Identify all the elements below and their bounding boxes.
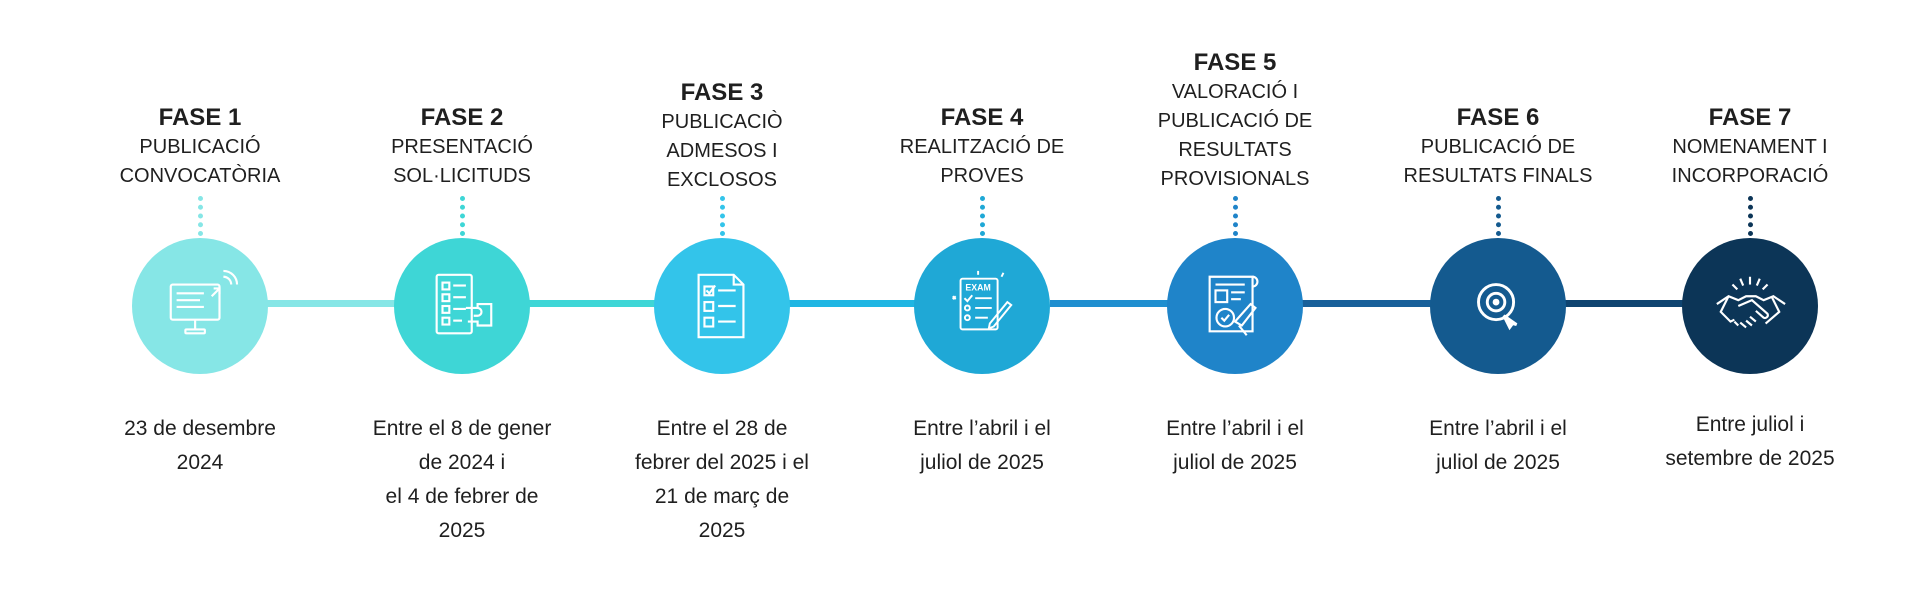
dotted-connector bbox=[1748, 196, 1753, 236]
phase-description-line: PUBLICACIÓ DE bbox=[1157, 110, 1313, 132]
phase-description-line: INCORPORACIÓ bbox=[1671, 165, 1829, 187]
phase-date-line: juliol de 2025 bbox=[1436, 451, 1560, 474]
phase-description-line: PUBLICACIÒ bbox=[661, 111, 783, 133]
phase-title: FASE 2 bbox=[420, 104, 504, 131]
phase-circle bbox=[132, 238, 268, 374]
phase-date-line: juliol de 2025 bbox=[920, 451, 1044, 474]
phase-title: FASE 7 bbox=[1708, 104, 1792, 131]
phase-date-line: Entre el 8 de gener bbox=[372, 417, 552, 440]
phase-date-line: 2025 bbox=[698, 519, 746, 542]
computer-icon bbox=[169, 269, 239, 335]
phase-date-line: Entre l’abril i el bbox=[1429, 417, 1567, 440]
phase-date-line: febrer del 2025 i el bbox=[635, 451, 809, 474]
target-icon bbox=[1477, 283, 1518, 331]
phase-description-line: PROVISIONALS bbox=[1160, 168, 1310, 190]
phase-description-line: RESULTATS bbox=[1178, 139, 1292, 161]
phase-date-line: Entre juliol i bbox=[1695, 413, 1805, 436]
svg-text:EXAM: EXAM bbox=[965, 282, 990, 292]
phase-title: FASE 6 bbox=[1456, 104, 1540, 131]
timeline-line-5-6 bbox=[1302, 300, 1432, 307]
phase-circle bbox=[1682, 238, 1818, 374]
dotted-connector bbox=[720, 196, 725, 236]
timeline-line-6-7 bbox=[1565, 300, 1685, 307]
timeline-line-4-5 bbox=[1050, 300, 1180, 307]
phase-circle: EXAM bbox=[914, 238, 1050, 374]
timeline-line-1-2 bbox=[265, 300, 395, 307]
phase-date-line: 2024 bbox=[176, 451, 224, 474]
phase-description-line: ADMESOS I bbox=[666, 140, 778, 162]
phase-circle bbox=[654, 238, 790, 374]
handshake-icon bbox=[1716, 276, 1786, 329]
phase-date-line: Entre l’abril i el bbox=[913, 417, 1051, 440]
phase-date-line: Entre el 28 de bbox=[656, 417, 788, 440]
exam-icon: EXAM bbox=[952, 270, 1013, 331]
phase-title: FASE 3 bbox=[680, 79, 764, 106]
phase-date-line: 2025 bbox=[438, 519, 486, 542]
form-hand-icon bbox=[435, 273, 493, 335]
phase-description-line: PUBLICACIÓ DE bbox=[1420, 136, 1576, 158]
phase-title: FASE 1 bbox=[158, 104, 242, 131]
dotted-connector bbox=[980, 196, 985, 236]
timeline-line-3-4 bbox=[786, 300, 916, 307]
phase-description-line: PUBLICACIÓ bbox=[139, 136, 261, 158]
phase-description-line: EXCLOSOS bbox=[666, 169, 778, 191]
phase-circle bbox=[1430, 238, 1566, 374]
dotted-connector bbox=[1233, 196, 1238, 236]
phase-date-line: el 4 de febrer de bbox=[385, 485, 539, 508]
checklist-icon bbox=[697, 273, 745, 339]
phase-description-line: CONVOCATÒRIA bbox=[119, 165, 281, 187]
phase-title: FASE 4 bbox=[940, 104, 1024, 131]
phase-description-line: RESULTATS FINALS bbox=[1403, 165, 1593, 187]
dotted-connector bbox=[460, 196, 465, 236]
phase-title: FASE 5 bbox=[1193, 49, 1277, 76]
dotted-connector bbox=[198, 196, 203, 236]
phase-description-line: SOL·LICITUDS bbox=[393, 165, 531, 187]
phase-description-line: PROVES bbox=[940, 165, 1024, 187]
timeline-line-2-3 bbox=[528, 300, 658, 307]
phase-circle bbox=[1167, 238, 1303, 374]
phase-description-line: VALORACIÓ I bbox=[1171, 81, 1299, 103]
phase-date-line: de 2024 i bbox=[418, 451, 506, 474]
phase-circle bbox=[394, 238, 530, 374]
phase-date-line: Entre l’abril i el bbox=[1166, 417, 1304, 440]
dotted-connector bbox=[1496, 196, 1501, 236]
phase-date-line: setembre de 2025 bbox=[1665, 447, 1835, 470]
phase-date-line: juliol de 2025 bbox=[1173, 451, 1297, 474]
phase-description-line: NOMENAMENT I bbox=[1672, 136, 1828, 158]
phase-description-line: REALITZACIÓ DE bbox=[899, 136, 1065, 158]
phase-date-line: 21 de març de bbox=[654, 485, 790, 508]
phase-description-line: PRESENTACIÓ bbox=[391, 136, 533, 158]
phase-date-line: 23 de desembre bbox=[124, 417, 276, 440]
document-review-icon bbox=[1208, 275, 1259, 336]
